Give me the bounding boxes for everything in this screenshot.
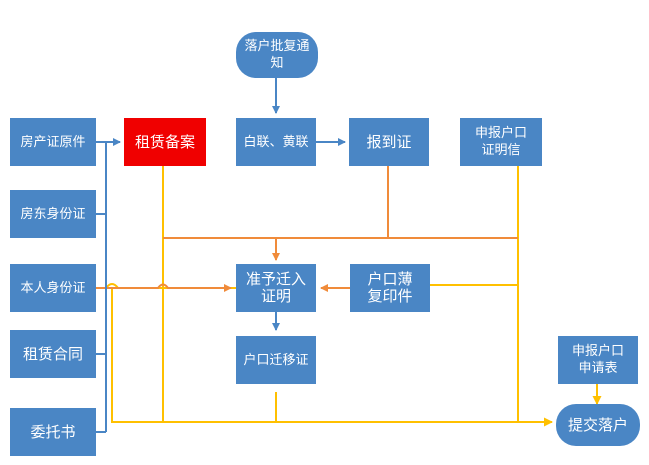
permit-node: 准予迁入证明 [236, 264, 316, 312]
yellow-lines [95, 165, 602, 427]
report-cert-node: 报到证 [349, 118, 429, 166]
blue-lines [95, 78, 346, 433]
white-yellow-node: 白联、黄联 [236, 118, 316, 166]
power-of-attorney-node: 委托书 [10, 408, 96, 456]
orange-lines [95, 165, 518, 292]
landlord-id-node: 房东身份证 [10, 190, 96, 238]
rental-record-node: 租赁备案 [124, 118, 206, 166]
property-cert-node: 房产证原件 [10, 118, 96, 166]
household-form-node: 申报户口申请表 [558, 336, 638, 384]
rental-contract-node: 租赁合同 [10, 330, 96, 378]
self-id-node: 本人身份证 [10, 264, 96, 312]
hukou-copy-node: 户口薄复印件 [350, 264, 430, 312]
approval-notice-node: 落户批复通知 [236, 32, 318, 78]
transfer-cert-node: 户口迁移证 [236, 336, 316, 384]
submit-node: 提交落户 [556, 404, 640, 446]
household-letter-node: 申报户口证明信 [460, 118, 542, 166]
